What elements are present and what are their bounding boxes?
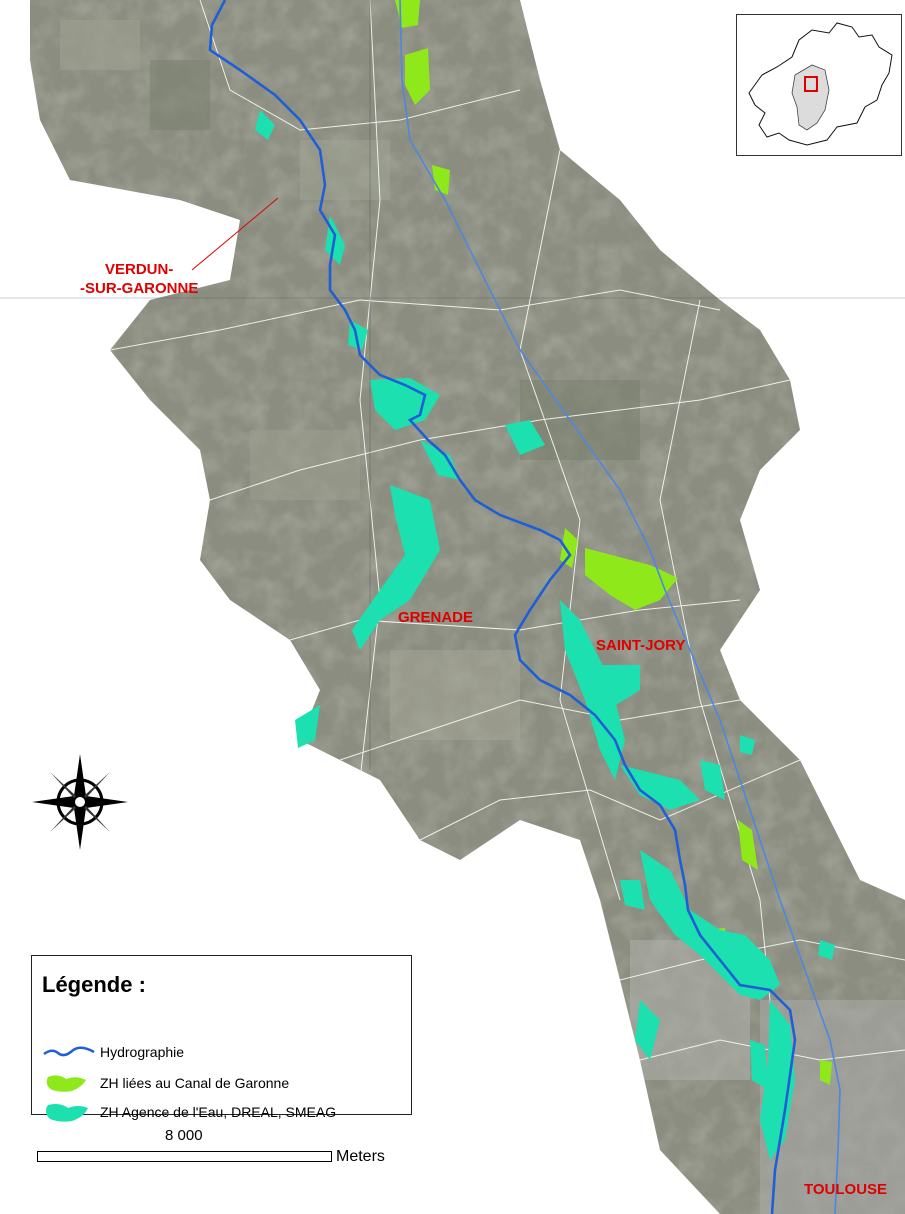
label-verdun-sur-garonne: VERDUN- -SUR-GARONNE [80,261,199,297]
scale-unit: Meters [336,1148,385,1165]
label-grenade: GRENADE [398,609,474,626]
legend-label: ZH Agence de l'Eau, DREAL, SMEAG [100,1104,337,1120]
canal-de-garonne [399,0,841,1214]
scale-bar [37,1151,332,1162]
legend-item-agency-wetlands: ZH Agence de l'Eau, DREAL, SMEAG [42,1100,336,1124]
label-toulouse: TOULOUSE [804,1181,888,1198]
scale-value: 8 000 [165,1127,203,1144]
map-legend: Légende : Hydrographie ZH liées au Canal… [31,955,412,1122]
label-saint-jory: SAINT-JORY [596,637,686,654]
locator-box [804,76,818,92]
cyan-patch-icon [45,1104,88,1122]
green-patch-icon [46,1075,86,1092]
agency-wetland-zones [255,110,835,1160]
legend-label: ZH liées au Canal de Garonne [100,1075,290,1091]
compass-rose-icon [32,754,128,850]
legend-item-hydrographie: Hydrographie [42,1040,184,1064]
garonne-river [208,0,797,1214]
river-line-icon [43,1046,95,1057]
legend-label: Hydrographie [100,1044,185,1060]
locator-map-inset [736,14,902,156]
locator-map-icon [748,22,893,146]
legend-item-canal-wetlands: ZH liées au Canal de Garonne [42,1071,289,1095]
legend-title: Légende : [42,972,146,997]
